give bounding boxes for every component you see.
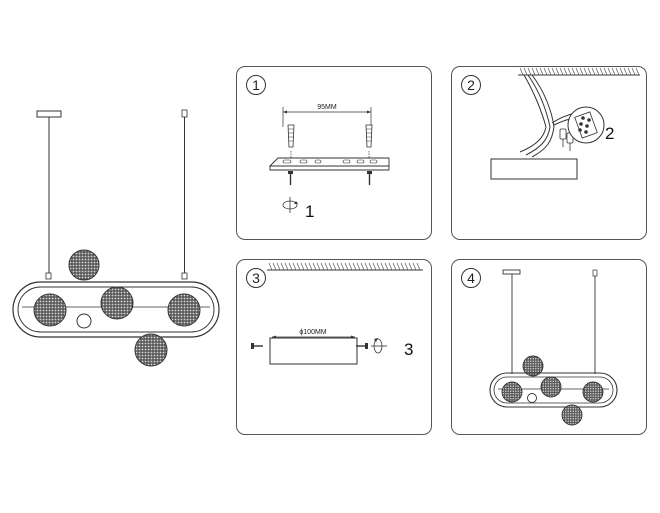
- screw-icon: [251, 343, 263, 349]
- wall-anchor-left: [287, 124, 295, 148]
- globe-center: [100, 286, 134, 320]
- callout-1: 1: [305, 202, 314, 221]
- globe-right: [167, 293, 201, 327]
- globe-left: [501, 381, 523, 403]
- globe-center: [540, 376, 562, 398]
- ceiling-canopy: [36, 110, 62, 118]
- step-1-panel: 1 95MM: [236, 66, 432, 240]
- step-2-wiring-diagram: 2: [490, 67, 640, 180]
- callout-3: 3: [404, 340, 413, 359]
- globe-right: [582, 381, 604, 403]
- step-2-number: 2: [461, 75, 481, 95]
- step-1-bracket-diagram: 95MM: [268, 104, 390, 221]
- globe-left: [33, 293, 67, 327]
- mounting-bracket: [268, 151, 390, 171]
- step-4-panel: 4: [451, 259, 647, 435]
- cable-hook: [592, 269, 598, 277]
- terminal-block-detail: [567, 106, 605, 144]
- ceiling-hatch: [519, 67, 640, 76]
- ceiling-canopy: [502, 269, 521, 275]
- step-3-number: 3: [246, 268, 266, 288]
- step-2-panel: 2: [451, 66, 647, 240]
- cable-hook: [181, 109, 188, 118]
- globe-top: [68, 249, 100, 281]
- step-1-number: 1: [246, 75, 266, 95]
- fixture-overview: [12, 109, 220, 367]
- step-3-canopy-diagram: ϕ100MM 3: [251, 262, 423, 365]
- screw-icon: [356, 343, 368, 349]
- globe-bottom: [134, 333, 168, 367]
- callout-2: 2: [605, 124, 614, 143]
- wall-anchor-right: [365, 124, 373, 148]
- step-4-number: 4: [461, 268, 481, 288]
- canopy: [269, 337, 358, 365]
- ring-frame-outer: [489, 372, 618, 408]
- step-3-panel: 3 ϕ100MM: [236, 259, 432, 435]
- screw-icon: [288, 171, 293, 185]
- dimension-95mm: 95MM: [317, 104, 337, 111]
- globe-top: [522, 355, 544, 377]
- dimension-100mm: ϕ100MM: [299, 329, 326, 336]
- screw-icon: [367, 171, 372, 185]
- rotate-arrow-icon: [282, 197, 298, 213]
- globe-small-white: [527, 393, 537, 403]
- canopy-box: [490, 158, 578, 180]
- ring-frame-outer: [12, 281, 220, 338]
- ceiling-hatch: [268, 262, 421, 271]
- supply-wires: [519, 74, 555, 158]
- rotate-arrow-icon: [371, 338, 387, 354]
- globe-small-white: [76, 313, 92, 329]
- step-4-finished-fixture: [489, 269, 618, 426]
- globe-bottom: [561, 404, 583, 426]
